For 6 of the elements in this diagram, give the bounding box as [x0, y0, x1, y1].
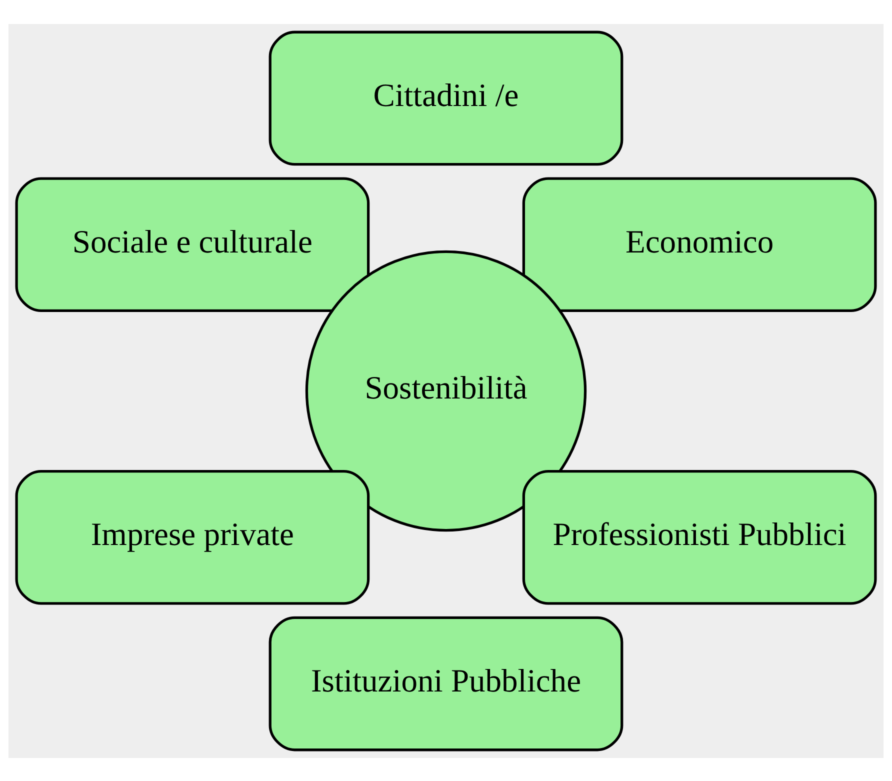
node-box: Cittadini /e [268, 30, 624, 166]
node-box: Sociale e culturale [15, 176, 370, 312]
node-box: Economico [522, 176, 877, 312]
node-box: Professionisti Pubblici [522, 470, 877, 604]
node-box: Imprese private [15, 470, 370, 604]
node-box: Istituzioni Pubbliche [268, 616, 624, 751]
